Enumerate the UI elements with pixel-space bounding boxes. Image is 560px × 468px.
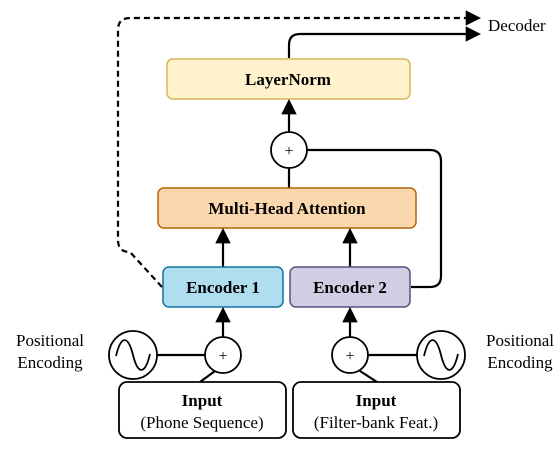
positional-encoding-right-line2: Encoding <box>487 353 553 372</box>
positional-add-right-symbol: + <box>345 348 354 365</box>
dashed-skip-connection <box>116 10 482 288</box>
encoder1-label: Encoder 1 <box>186 278 260 297</box>
input-right-title: Input <box>356 391 397 410</box>
positional-encoding-left-line1: Positional <box>16 331 84 350</box>
positional-add-left-symbol: + <box>218 348 227 365</box>
residual-add-symbol: + <box>284 143 293 160</box>
input-left-to-add-line <box>199 370 216 383</box>
sine-wave-icon <box>423 339 459 371</box>
layernorm-to-decoder-arrow <box>287 26 482 58</box>
multi-head-attention-block <box>157 187 417 229</box>
input-phone-sequence-block <box>118 381 287 439</box>
residual-connection <box>307 148 443 289</box>
encoder2-label: Encoder 2 <box>313 278 387 297</box>
input-left-subtitle: (Phone Sequence) <box>140 413 263 432</box>
input-filterbank-block <box>292 381 461 439</box>
positional-add-left-node <box>204 336 242 374</box>
positional-encoding-right-line1: Positional <box>486 331 554 350</box>
input-right-subtitle: (Filter-bank Feat.) <box>314 413 438 432</box>
input-left-title: Input <box>182 391 223 410</box>
multi-head-attention-label: Multi-Head Attention <box>208 199 366 218</box>
input-right-to-add-line <box>359 370 378 383</box>
layernorm-label: LayerNorm <box>245 70 331 89</box>
positional-encoding-left-line2: Encoding <box>17 353 83 372</box>
decoder-label: Decoder <box>488 16 546 35</box>
sine-wave-icon <box>115 339 151 371</box>
